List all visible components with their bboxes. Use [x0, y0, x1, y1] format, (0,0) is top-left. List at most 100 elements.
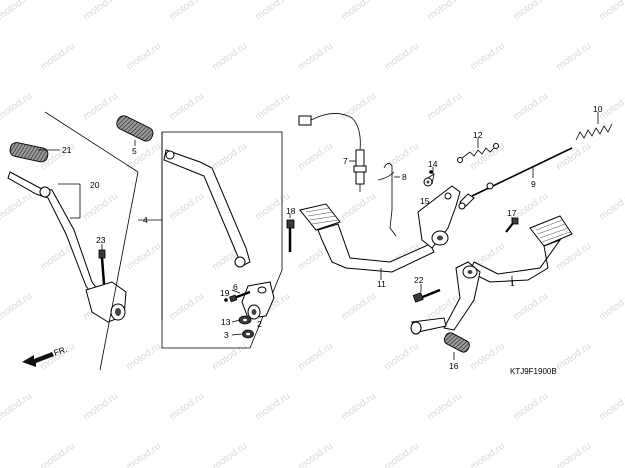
- part-18-bolt: [286, 214, 295, 252]
- callout-9: 9: [531, 179, 536, 189]
- part-13-washer: [238, 315, 252, 325]
- watermark-text-42: motod.ru: [468, 141, 507, 173]
- watermark-text-16: motod.ru: [511, 0, 550, 22]
- part-7-stop-switch: [353, 149, 367, 192]
- direction-label: FR.: [52, 344, 68, 358]
- callout-17: 17: [507, 208, 517, 218]
- callout-labels: 1 2 3 4 5 6 7 8 9 10 11 12 13 14 15 16 1…: [62, 104, 603, 371]
- watermark-text-78: motod.ru: [468, 341, 507, 373]
- watermark-text-50: motod.ru: [339, 191, 378, 223]
- callout-8: 8: [402, 172, 407, 182]
- callout-5: 5: [132, 146, 137, 156]
- part-5-grip: [116, 115, 154, 142]
- watermark-text-12: motod.ru: [167, 0, 206, 22]
- watermark-text-94: motod.ru: [296, 441, 335, 468]
- watermark-text-87: motod.ru: [425, 391, 464, 423]
- direction-arrow: FR.: [22, 344, 69, 367]
- watermark-text-70: motod.ru: [511, 291, 550, 323]
- watermark-text-34: motod.ru: [511, 91, 550, 123]
- part-10-spring: [575, 123, 613, 141]
- watermark-text-24: motod.ru: [468, 41, 507, 73]
- part-1-brake-pedal: [410, 215, 573, 335]
- part-22-bolt: [412, 288, 441, 303]
- callout-15: 15: [420, 196, 430, 206]
- callout-18: 18: [286, 206, 296, 216]
- watermark-text-84: motod.ru: [167, 391, 206, 423]
- watermark-text-77: motod.ru: [382, 341, 421, 373]
- watermark-text-86: motod.ru: [339, 391, 378, 423]
- watermark-text-30: motod.ru: [167, 91, 206, 123]
- part-3-nut: [242, 329, 254, 339]
- part-21-grip: [9, 142, 49, 163]
- watermark-text-43: motod.ru: [554, 141, 593, 173]
- brake-switch-group: [298, 113, 499, 280]
- part-8-spring: [383, 163, 397, 237]
- part-23-bolt: [98, 249, 106, 285]
- watermark-text-39: motod.ru: [210, 141, 249, 173]
- callout-11: 11: [377, 279, 386, 289]
- watermark-text-91: motod.ru: [38, 441, 77, 468]
- shift-pedal-group: [116, 115, 295, 349]
- brake-rod-group: [410, 112, 613, 360]
- watermark-text-32: motod.ru: [339, 91, 378, 123]
- watermark-text-85: motod.ru: [253, 391, 292, 423]
- left-assembly: [7, 142, 127, 323]
- watermark-text-92: motod.ru: [124, 441, 163, 468]
- watermark-text-15: motod.ru: [425, 0, 464, 22]
- part-16-grip: [443, 332, 470, 353]
- part-19-pin: [224, 298, 228, 302]
- watermark-text-10: motod.ru: [0, 0, 34, 22]
- watermark-text-40: motod.ru: [296, 141, 335, 173]
- watermark-text-61: motod.ru: [554, 241, 593, 273]
- watermark-text-96: motod.ru: [468, 441, 507, 468]
- watermark-text-29: motod.ru: [81, 91, 120, 123]
- callout-19: 19: [220, 288, 230, 298]
- watermark-text-33: motod.ru: [425, 91, 464, 123]
- watermark-text-19: motod.ru: [38, 41, 77, 73]
- watermark-text-13: motod.ru: [253, 0, 292, 22]
- part-11-brake-pedal: [299, 185, 461, 273]
- watermark-text-56: motod.ru: [124, 241, 163, 273]
- watermark-text-17: motod.ru: [597, 0, 625, 22]
- guide-line: [44, 111, 139, 173]
- watermark-text-28: motod.ru: [0, 91, 34, 123]
- watermark-text-74: motod.ru: [124, 341, 163, 373]
- callout-1: 1: [510, 278, 515, 288]
- watermark-text-53: motod.ru: [597, 191, 625, 223]
- watermark-text-11: motod.ru: [81, 0, 120, 22]
- callout-2: 2: [257, 319, 262, 329]
- watermark-text-47: motod.ru: [81, 191, 120, 223]
- watermark-text-46: motod.ru: [0, 191, 34, 223]
- callout-4: 4: [143, 215, 148, 225]
- watermark-text-14: motod.ru: [339, 0, 378, 22]
- callout-20: 20: [90, 180, 100, 190]
- watermark-text-23: motod.ru: [382, 41, 421, 73]
- watermark-text-68: motod.ru: [339, 291, 378, 323]
- callout-13: 13: [221, 317, 231, 327]
- watermark-text-48: motod.ru: [167, 191, 206, 223]
- watermark-text-64: motod.ru: [0, 291, 34, 323]
- callout-3: 3: [224, 330, 229, 340]
- watermark-text-22: motod.ru: [296, 41, 335, 73]
- callout-22: 22: [414, 275, 424, 285]
- watermark-text-79: motod.ru: [554, 341, 593, 373]
- part-12-spring: [457, 143, 499, 163]
- watermark-text-95: motod.ru: [382, 441, 421, 468]
- part-2-clamp: [241, 281, 275, 320]
- watermark-text-21: motod.ru: [210, 41, 249, 73]
- callout-14: 14: [428, 159, 438, 169]
- callout-12: 12: [473, 130, 483, 140]
- watermark-text-71: motod.ru: [597, 291, 625, 323]
- part-9-brake-rod: [458, 147, 573, 210]
- watermark-text-88: motod.ru: [511, 391, 550, 423]
- part-15-nut: [423, 177, 433, 187]
- watermark-text-41: motod.ru: [382, 141, 421, 173]
- watermark-text-75: motod.ru: [210, 341, 249, 373]
- watermark-text-82: motod.ru: [0, 391, 34, 423]
- watermark-text-83: motod.ru: [81, 391, 120, 423]
- callout-7: 7: [343, 156, 348, 166]
- watermark-text-31: motod.ru: [253, 91, 292, 123]
- part-14-pin: [427, 170, 435, 185]
